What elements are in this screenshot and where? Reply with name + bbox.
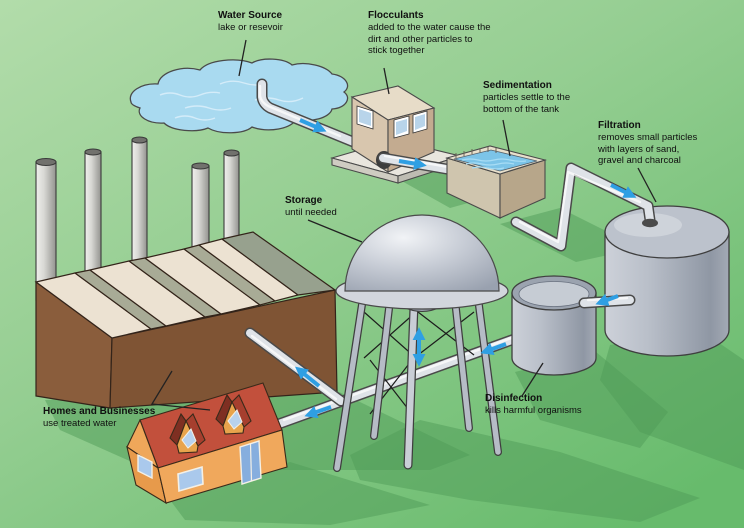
leader-sedimentation xyxy=(502,119,511,157)
house-dormer xyxy=(215,393,252,435)
house-window xyxy=(177,465,204,493)
leader-disinfection xyxy=(521,362,544,397)
flow-arrow xyxy=(299,118,327,133)
house-door-divider xyxy=(249,443,253,482)
leader-lines xyxy=(150,39,657,411)
factory-chimneys xyxy=(35,136,240,301)
factory-structure xyxy=(34,231,338,409)
flow-arrow xyxy=(480,342,507,355)
filtration-inlet-hole xyxy=(642,218,658,228)
factory-chimney xyxy=(84,151,102,283)
flow-arrow xyxy=(595,293,619,306)
house xyxy=(126,382,288,505)
flow-arrow xyxy=(304,405,332,419)
leader-storage xyxy=(307,219,363,243)
building-window-pane xyxy=(359,109,371,126)
filtration-top xyxy=(604,205,730,259)
factory-chimney-cap xyxy=(191,162,210,170)
factory-chimney-cap xyxy=(84,148,102,156)
ground-shadow xyxy=(170,462,430,525)
ground-shadow xyxy=(600,330,744,470)
factory-roof-end-slope xyxy=(220,231,337,296)
pipe-sedimentation-to-filtration xyxy=(510,162,658,252)
ground-shadow xyxy=(515,352,668,448)
factory-chimney xyxy=(223,152,240,245)
factory xyxy=(34,136,338,409)
filtration-tank xyxy=(604,205,730,357)
flow-arrow xyxy=(610,183,637,198)
house-window xyxy=(137,453,153,480)
flow-arrow xyxy=(295,366,321,388)
disinfection-top-inner xyxy=(518,281,590,307)
tower-legs xyxy=(333,294,502,472)
sedimentation-tank xyxy=(445,145,548,219)
sedimentation-water-texture xyxy=(461,158,527,170)
flow-arrows xyxy=(295,118,637,419)
leader-water-source xyxy=(238,39,247,77)
factory-chimney-cap xyxy=(131,136,148,144)
leader-homes xyxy=(150,370,211,411)
disinfection-body xyxy=(511,292,597,376)
building-window-pane xyxy=(396,119,407,135)
flow-arrow xyxy=(398,157,427,170)
factory-chimney-cap xyxy=(35,157,57,167)
factory-chimney xyxy=(191,165,210,253)
sedimentation-rim-ticks xyxy=(455,147,497,158)
tower-riser-pipe xyxy=(403,301,419,470)
factory-chimney xyxy=(131,139,148,267)
house-dormer xyxy=(169,412,206,454)
leader-flocculants xyxy=(383,67,390,95)
disinfection-tank xyxy=(511,275,597,376)
building-window-pane xyxy=(415,114,425,130)
tower-dome xyxy=(344,214,500,292)
filtration-body xyxy=(604,231,730,357)
factory-chimney-cap xyxy=(223,149,240,157)
leader-filtration xyxy=(637,167,657,203)
tower-braces xyxy=(363,311,475,415)
storage-water-tower xyxy=(333,214,509,472)
pipe-lake-to-flocculants xyxy=(256,78,362,149)
